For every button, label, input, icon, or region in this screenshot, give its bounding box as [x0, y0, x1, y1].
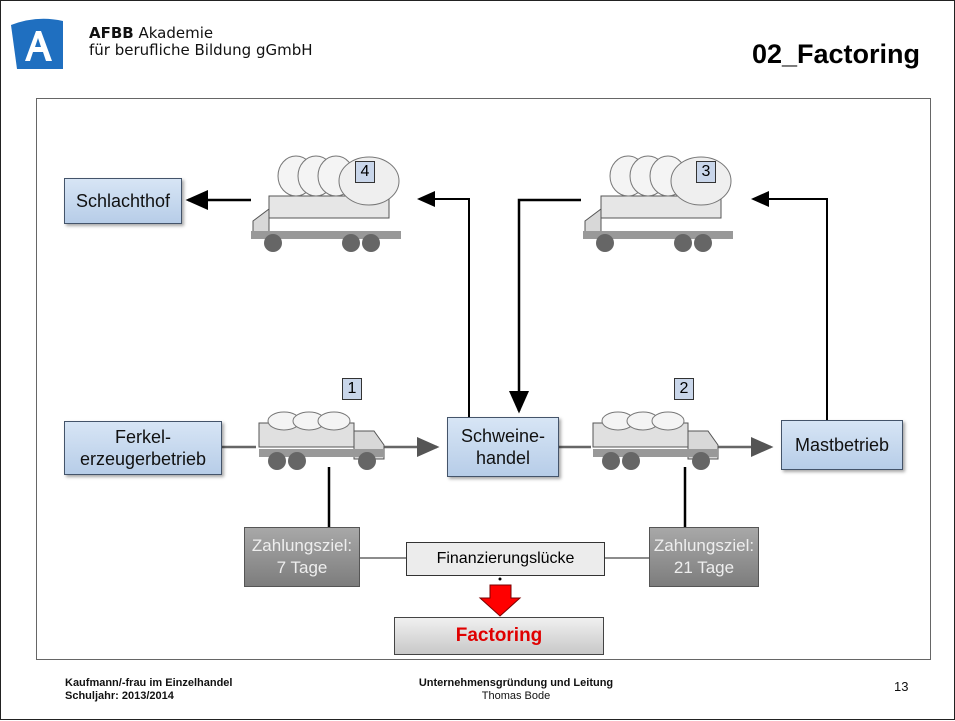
payment-right-label-2: 21 Tage — [673, 558, 735, 577]
footer-author: Thomas Bode — [481, 690, 551, 702]
truck-icon — [583, 155, 733, 252]
step-number-2: 2 — [674, 378, 694, 400]
footer-school-year: Schuljahr: 2013/2014 — [65, 690, 174, 702]
step-number-4: 4 — [355, 161, 375, 183]
org-abbrev: AFBB — [89, 24, 134, 42]
payment-right-label-1: Zahlungsziel: — [653, 536, 755, 555]
footer-subject-name: Unternehmensgründung und Leitung — [418, 677, 614, 689]
mastbetrieb-box: Mastbetrieb — [781, 420, 903, 470]
slide-title: 02_Factoring — [751, 39, 920, 69]
mastbetrieb-label: Mastbetrieb — [794, 435, 890, 455]
ferkel-label-1: Ferkel- — [114, 427, 171, 447]
schweine-label-2: handel — [475, 448, 531, 468]
payment-term-21-days: Zahlungsziel: 21 Tage — [649, 527, 759, 587]
truck-icon — [592, 411, 719, 470]
payment-term-7-days: Zahlungsziel: 7 Tage — [244, 527, 360, 587]
schlachthof-label: Schlachthof — [75, 191, 171, 211]
afbb-logo-icon — [11, 18, 63, 69]
schweine-label-1: Schweine- — [460, 426, 546, 446]
financing-gap-box: Finanzierungslücke — [406, 542, 605, 576]
step-number-3: 3 — [696, 161, 716, 183]
truck-icon — [258, 411, 385, 470]
footer-subject: Unternehmensgründung und Leitung Thomas … — [411, 677, 621, 703]
ferkel-label-2: erzeugerbetrieb — [79, 449, 207, 469]
schweinehandel-box: Schweine- handel — [447, 417, 559, 477]
factoring-box: Factoring — [394, 617, 604, 655]
ferkelerzeuger-box: Ferkel- erzeugerbetrieb — [64, 421, 222, 475]
factoring-label: Factoring — [455, 625, 543, 646]
arrow-down-icon — [478, 584, 522, 617]
footer-course-name: Kaufmann/-frau im Einzelhandel — [65, 677, 233, 689]
schlachthof-box: Schlachthof — [64, 178, 182, 224]
footer-course: Kaufmann/-frau im Einzelhandel Schuljahr… — [65, 677, 232, 703]
truck-icon — [251, 155, 401, 252]
payment-left-label-2: 7 Tage — [276, 558, 328, 577]
page-number: 13 — [894, 679, 909, 694]
financing-gap-label: Finanzierungslücke — [436, 550, 575, 567]
org-line1: Akademie — [133, 24, 214, 42]
org-line2: für berufliche Bildung gGmbH — [89, 41, 313, 59]
step-number-1: 1 — [342, 378, 362, 400]
payment-left-label-1: Zahlungsziel: — [251, 536, 353, 555]
organization-name: AFBB Akademie für berufliche Bildung gGm… — [89, 25, 313, 59]
